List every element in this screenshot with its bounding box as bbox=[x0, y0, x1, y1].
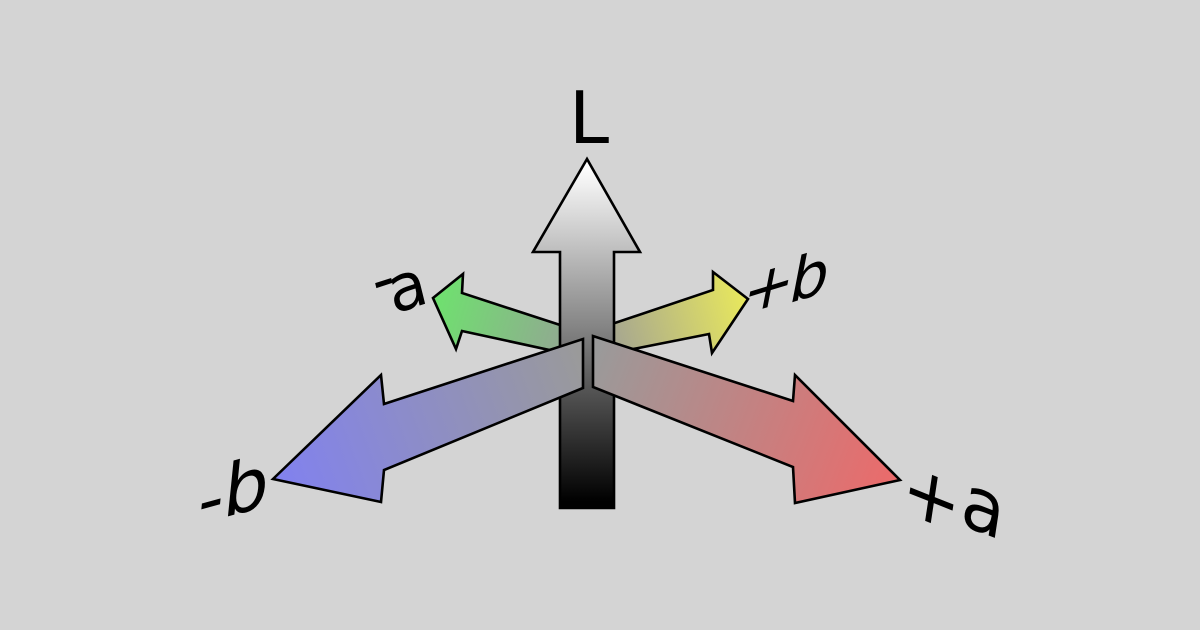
negative-b-arrow bbox=[270, 337, 585, 504]
negative-b-label-letter: b bbox=[220, 438, 274, 536]
positive-a-arrow bbox=[591, 334, 903, 505]
lightness-axis-arrow bbox=[530, 156, 643, 510]
negative-b-label: - b bbox=[194, 438, 273, 545]
lightness-axis-label: L bbox=[569, 76, 609, 160]
